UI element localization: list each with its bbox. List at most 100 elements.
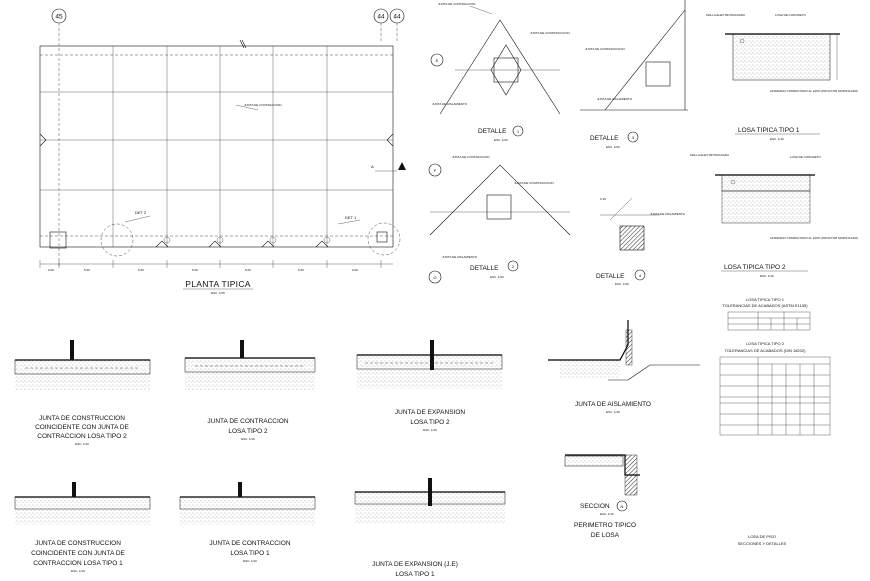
t1-note-base: AFIRMADO COMPACTADO AL 100% (PROCTOR MOD… [770, 89, 858, 93]
dim-5: 5.00 [298, 268, 304, 272]
jc2-l2: COINCIDENTE CON JUNTA DE [35, 424, 129, 431]
slab-type-1: MALLA ELECTROSOLDADA LOSA DE CONCRETO AF… [706, 13, 858, 141]
dim-0: 0.00 [48, 268, 54, 272]
tolerance-table-2: LOSA TIPICA TIPO 2 TOLERANCIAS DE ACABAD… [719, 341, 831, 436]
d2-scale: ESC. 1/20 [490, 275, 504, 279]
jc1-l3: CONTRACCION LOSA TIPO 1 [33, 560, 123, 567]
je1-l1: JUNTA DE EXPANSION (J.E) [372, 561, 458, 568]
section-jc2: JUNTA DE CONSTRUCCION COINCIDENTE CON JU… [14, 340, 151, 446]
je2-l2: LOSA TIPO 2 [410, 419, 450, 426]
section-ja: JUNTA DE AISLAMIENTO ESC. 1/10 [548, 320, 700, 414]
d3-title: DETALLE [590, 135, 619, 142]
jc2-l1: JUNTA DE CONSTRUCCION [39, 415, 125, 422]
ja-scale: ESC. 1/10 [606, 410, 620, 414]
axis-44b-marker: 44 [389, 8, 405, 42]
dim-2: 5.00 [138, 268, 144, 272]
section-jx1: JUNTA DE CONTRACCION LOSA TIPO 1 ESC. 1/… [179, 482, 316, 563]
d1-title: DETALLE [478, 128, 507, 135]
d3-scale: ESC. 1/20 [606, 145, 620, 149]
tolerance-table-1: LOSA TIPICA TIPO 1 TOLERANCIAS DE ACABAD… [722, 297, 811, 331]
ja-l1: JUNTA DE AISLAMIENTO [575, 401, 651, 408]
jc1-l2: COINCIDENTE CON JUNTA DE [31, 550, 125, 557]
plan-title: PLANTA TIPICA [185, 279, 250, 289]
jc1-scale: ESC. 1/10 [71, 569, 85, 573]
d2-marker-f: F [434, 168, 437, 173]
jx2-l2: LOSA TIPO 2 [228, 428, 268, 435]
section-a-bot: A [402, 166, 405, 171]
joint-note: JUNTA DE CONTRACCION [244, 103, 281, 107]
jx1-l2: LOSA TIPO 1 [230, 550, 270, 557]
footer-l2: SECCIONES Y DETALLES [738, 541, 787, 546]
t2-scale: ESC. 1/10 [760, 274, 774, 278]
det2-tag: DET 2 [135, 210, 147, 215]
detail-4: 0.15 JUNTA DE AISLAMIENTO DETALLE 4 ESC.… [596, 197, 686, 286]
plan-view: 45 44 44 [39, 8, 406, 295]
je1-l2: LOSA TIPO 1 [395, 571, 435, 578]
detail-2: F G JUNTA DE CONTRACCION JUNTA DE CONSTR… [428, 155, 571, 284]
tol1-sub: TOLERANCIAS DE ACABADOS (ASTM E1155) [722, 303, 808, 308]
jx1-scale: ESC. 1/10 [243, 559, 257, 563]
je2-l1: JUNTA DE EXPANSION [395, 409, 465, 416]
tol1-title: LOSA TIPICA TIPO 1 [746, 297, 785, 302]
section-je1: JUNTA DE EXPANSION (J.E) LOSA TIPO 1 [354, 478, 506, 578]
jx2-scale: ESC. 1/10 [241, 437, 255, 441]
section-perimeter: SECCION N ESC. 1/10 PERIMETRO TIPICO DE … [564, 454, 640, 539]
dim-1: 5.00 [84, 268, 90, 272]
slab-outline [39, 45, 394, 248]
t2-note-concrete: LOSA DE CONCRETO [790, 155, 821, 159]
d1-note-contraction: JUNTA DE CONTRACCION [438, 2, 475, 6]
t1-scale: ESC. 1/10 [770, 137, 784, 141]
footer-l1: LOSA DE PISO [748, 534, 776, 539]
d1-marker: E [436, 58, 439, 63]
d2-note-isolation: JUNTA DE AISLAMIENTO [442, 255, 478, 259]
section-jx2: JUNTA DE CONTRACCION LOSA TIPO 2 ESC. 1/… [184, 340, 316, 441]
jc2-scale: ESC. 1/10 [75, 442, 89, 446]
t1-title: LOSA TIPICA TIPO 1 [738, 127, 800, 134]
d4-title: DETALLE [596, 273, 625, 280]
t1-note-mesh: MALLA ELECTROSOLDADA [706, 13, 745, 17]
detail-3: JUNTA DE CONSTRUCCION JUNTA DE AISLAMIEN… [580, 0, 688, 149]
dim-6: 0.00 [352, 268, 358, 272]
d3-note-isolation: JUNTA DE AISLAMIENTO [597, 97, 633, 101]
slab-type-2: MALLA ELECTROSOLDADA LOSA DE CONCRETO AF… [690, 153, 858, 278]
tol2-sub: TOLERANCIAS DE ACABADOS (DIN 18202) [725, 348, 807, 353]
axis-44a-label: 44 [377, 14, 385, 21]
t2-note-mesh: MALLA ELECTROSOLDADA [690, 153, 729, 157]
t1-note-concrete: LOSA DE CONCRETO [775, 13, 806, 17]
axis-44b-label: 44 [393, 14, 401, 21]
je2-scale: ESC. 1/10 [423, 428, 437, 432]
tol2-title: LOSA TIPICA TIPO 2 [746, 341, 785, 346]
t2-note-base: AFIRMADO COMPACTADO AL 100% (PROCTOR MOD… [770, 236, 858, 240]
dim-4: 5.00 [245, 268, 251, 272]
axis-45-marker: 45 [51, 8, 67, 268]
d1-scale: ESC. 1/20 [494, 138, 508, 142]
section-a-top: A [371, 164, 374, 169]
d2-note-contraction: JUNTA DE CONTRACCION [452, 155, 489, 159]
t2-title: LOSA TIPICA TIPO 2 [724, 264, 786, 271]
sec-num: N [621, 504, 624, 509]
d4-note-isolation: JUNTA DE AISLAMIENTO [650, 212, 686, 216]
detail-1: E JUNTA DE CONTRACCION JUNTA DE CONSTRUC… [430, 2, 570, 142]
axis-44a-marker: 44 [373, 8, 389, 42]
det1-tag: DET 1 [345, 215, 357, 220]
section-jc1: JUNTA DE CONSTRUCCION COINCIDENTE CON JU… [14, 482, 151, 573]
per-l1: PERIMETRO TIPICO [574, 522, 636, 529]
d2-num: 2 [512, 264, 515, 269]
per-l2: DE LOSA [591, 532, 620, 539]
dim-3: 5.00 [192, 268, 198, 272]
d2-title: DETALLE [470, 265, 499, 272]
section-je2: JUNTA DE EXPANSION LOSA TIPO 2 ESC. 1/10 [356, 340, 503, 432]
column-box-left [49, 231, 67, 249]
jc1-l1: JUNTA DE CONSTRUCCION [35, 540, 121, 547]
sheet-footer: LOSA DE PISO SECCIONES Y DETALLES [738, 534, 787, 546]
jx1-l1: JUNTA DE CONTRACCION [209, 540, 290, 547]
d4-scale: ESC. 1/20 [615, 282, 629, 286]
d4-dim-note: 0.15 [600, 197, 606, 201]
d3-note-construction: JUNTA DE CONSTRUCCION [585, 47, 625, 51]
sec-scale: ESC. 1/10 [600, 512, 614, 516]
sec-title: SECCION [580, 503, 610, 510]
d1-note-construction: JUNTA DE CONSTRUCCION [530, 31, 570, 35]
d2-marker-g: G [433, 275, 436, 280]
d2-note-construction: JUNTA DE CONSTRUCCION [514, 181, 554, 185]
